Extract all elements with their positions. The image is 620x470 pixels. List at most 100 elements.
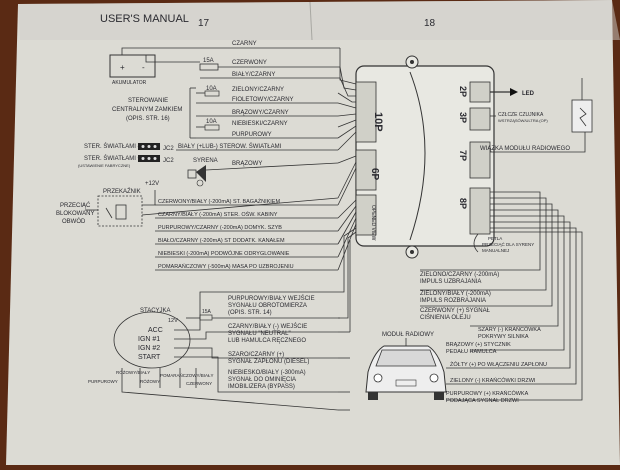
wire-label-purpurowy-szyb: PURPUROWY/CZARNY (-200mA) DOMYK. SZYB	[158, 225, 282, 231]
label-8p: 8P	[458, 198, 468, 209]
module-right-wires	[420, 191, 583, 401]
ignition-12v: 12V	[168, 318, 178, 324]
wire-label-pomaranczowy: POMARAŃCZOWY (-500mA) MASA PO UZBROJENIU	[158, 263, 294, 270]
relay-title: PRZEKAŹNIK	[103, 188, 141, 195]
battery-label: AKUMULATOR	[112, 80, 147, 86]
battery-plus: +	[120, 63, 125, 72]
ign-wire-purpurowy: PURPUROWY	[88, 379, 118, 384]
ignition-start: START	[138, 354, 161, 361]
label-7p: 7P	[458, 150, 468, 161]
wire-label-brazowy-1: BRĄZOWY (+) STYCZNIK	[446, 342, 511, 348]
relay-cut-3: OBWÓD	[62, 218, 86, 225]
label-side: OPENED VIEW	[370, 205, 376, 241]
wire-label-purpurowy-obrot-1: PURPUROWY/BIAŁY WEJŚCIE	[228, 294, 315, 302]
wire-label-czarny-neutral-3: LUB HAMULCA RĘCZNEGO	[228, 338, 306, 344]
paper-fold-shadow	[18, 0, 620, 40]
wire-label-purpurowy-2: PODAJĄCA SYGNAŁ DRZWI	[446, 398, 519, 404]
relay-cut-2: BLOKOWANY	[56, 211, 94, 217]
sensor-label-2: WSTRZĄSÓW/ULTRA (OP)	[498, 118, 548, 123]
fuse-10a-bottom	[204, 124, 220, 131]
led-label: LED	[522, 91, 535, 97]
petla-label-2: PRZECIĄĆ DLA SYRENY	[482, 241, 534, 247]
wire-label-bialy-kanal: BIAŁO/CZARNY (-200mA) ST DODATK. KANAŁEM	[158, 238, 285, 244]
wire-label-bialy-czarny: BIAŁY/CZARNY	[232, 72, 275, 78]
connector-6p	[355, 149, 377, 191]
jc2-label-2: JC2	[163, 158, 174, 164]
ignition-wires	[121, 291, 340, 411]
jumper-jc2-plus[interactable]	[138, 155, 160, 162]
wire-label-zielony-bialy-1: ZIELONY/BIAŁY (-200mA)	[420, 291, 491, 297]
wire-label-czerwony-olej-1: CZERWONY (+) SYGNAŁ	[420, 308, 491, 314]
ign-wire-rozowy-bialy: RÓŻOWY/BIAŁY	[116, 369, 150, 375]
wire-label-brazowy-2: PEDAŁU HAMULCA	[446, 349, 497, 355]
wire-label-czarny-neutral-1: CZARNY/BIAŁY (-) WEJŚCIE	[228, 322, 307, 330]
label-2p: 2P	[458, 86, 468, 97]
wire-label-czarny: CZARNY	[232, 41, 257, 47]
wire-label-czarny-neutral-2: SYGNAŁU "NEUTRAL"	[228, 331, 291, 337]
radio-module-label: MODUŁ RADIOWY	[382, 332, 434, 338]
shock-sensor	[571, 78, 593, 133]
wire-label-brazowy: BRĄZOWY	[232, 161, 262, 167]
wire-label-szary-2: POKRYWY SILNIKA	[478, 334, 529, 340]
ignition-fuse: 15A	[202, 309, 212, 315]
wire-label-zielony-impuls-2: IMPULS UZBRAJANIA	[420, 279, 481, 285]
relay-symbol	[85, 190, 339, 227]
svg-text:15A: 15A	[203, 58, 214, 64]
module-bottom-bus	[338, 227, 357, 411]
page-number-left: 17	[198, 18, 210, 29]
fuse-10a-top	[204, 90, 220, 97]
ign-wire-czerwony: CZERWONY	[186, 381, 212, 386]
page-number-right: 18	[424, 18, 436, 29]
wire-label-zolty: ŻÓŁTY (+) PO WŁĄCZENIU ZAPŁONU	[450, 361, 547, 368]
page-fold	[309, 1, 313, 41]
petla-loop	[473, 233, 479, 253]
wire-label-szary-1: SZARY (-) KRAŃCÓWKA	[478, 326, 541, 333]
petla-label-3: MANUALNEJ	[482, 248, 509, 253]
fuse-15a: 15A	[199, 58, 340, 71]
connector-2p	[469, 81, 491, 103]
wire-label-zielony-impuls-1: ZIELONO/CZARNY (-200mA)	[420, 272, 499, 278]
lights-minus-label: STER. ŚWIATŁAMI -	[84, 142, 140, 150]
wire-label-niebieski-bypass-1: NIEBIESKO/BIAŁY (-300mA)	[228, 370, 306, 376]
alarm-module	[355, 55, 495, 259]
lights-note: (USTAWIENIE FABRYCZNE)	[78, 163, 131, 168]
connector-8p	[469, 187, 491, 235]
ignition-acc: ACC	[148, 327, 163, 334]
wire-label-niebieski-podwojne: NIEBIESKI (-200mA) PODWÓJNE ODRYGLOWANIE	[158, 250, 290, 257]
wire-label-niebieski-bypass-2: SYGNAŁ DO OMINIĘCIA	[228, 377, 296, 383]
central-lock-line2: CENTRALNYM ZAMKIEM	[112, 107, 182, 113]
ignition-title: STACYJKA	[140, 308, 171, 314]
jumper-jc2-minus[interactable]	[138, 143, 160, 150]
wire-label-purpurowy: PURPUROWY	[232, 132, 272, 138]
manual-header: USER'S MANUAL	[100, 13, 189, 25]
central-lock-line1: STEROWANIE	[128, 98, 168, 104]
module-left-wires	[337, 48, 357, 271]
car-icon	[365, 345, 447, 400]
label-6p: 6P	[369, 168, 380, 181]
wire-label-bialy-sterow: BIAŁY (+LUB-) STEROW. ŚWIATŁAMI	[178, 142, 282, 150]
central-lock-bracket	[189, 87, 196, 139]
wire-label-szary-diesel-1: SZARO/CZARNY (+)	[228, 352, 284, 358]
wire-label-czerwony-bagaznik: CZERWONY/BIAŁY (-200mA) ST. BAGAŻNIKIEM	[158, 198, 280, 205]
relay-cut-1: PRZECIĄĆ	[60, 202, 91, 209]
svg-text:10A: 10A	[206, 119, 217, 125]
petla-label-1: PĘTLA	[488, 236, 502, 241]
lights-plus-label: STER. ŚWIATŁAMI +	[84, 154, 142, 162]
wire-label-zielony-bialy-2: IMPULS ROZBRAJANIA	[420, 298, 486, 304]
radio-harness-label: WIĄZKA MODUŁU RADIOWEGO	[480, 146, 570, 152]
connector-7p	[469, 141, 491, 179]
wire-label-czerwony-olej-2: CIŚNIENIA OLEJU	[420, 313, 471, 321]
wire-label-niebieski-czarny: NIEBIESKI/CZARNY	[232, 121, 288, 127]
relay-plus12: +12V	[145, 181, 159, 187]
ignition-ign2: IGN #2	[138, 345, 160, 352]
wire-label-niebieski-bypass-3: IMOBILIZERA (BYPASS)	[228, 384, 295, 390]
wire-label-purpurowy-obrot-2: SYGNAŁU OBROTOMIERZA	[228, 303, 307, 309]
connector-10p	[355, 81, 377, 143]
label-3p: 3P	[458, 112, 468, 123]
wire-label-czarny-kabina: CZARNY/BIAŁY (-200mA) STER. OŚW. KABINY	[158, 210, 278, 218]
led	[490, 88, 518, 96]
battery: + - AKUMULATOR	[109, 47, 340, 86]
ignition-ign1: IGN #1	[138, 336, 160, 343]
